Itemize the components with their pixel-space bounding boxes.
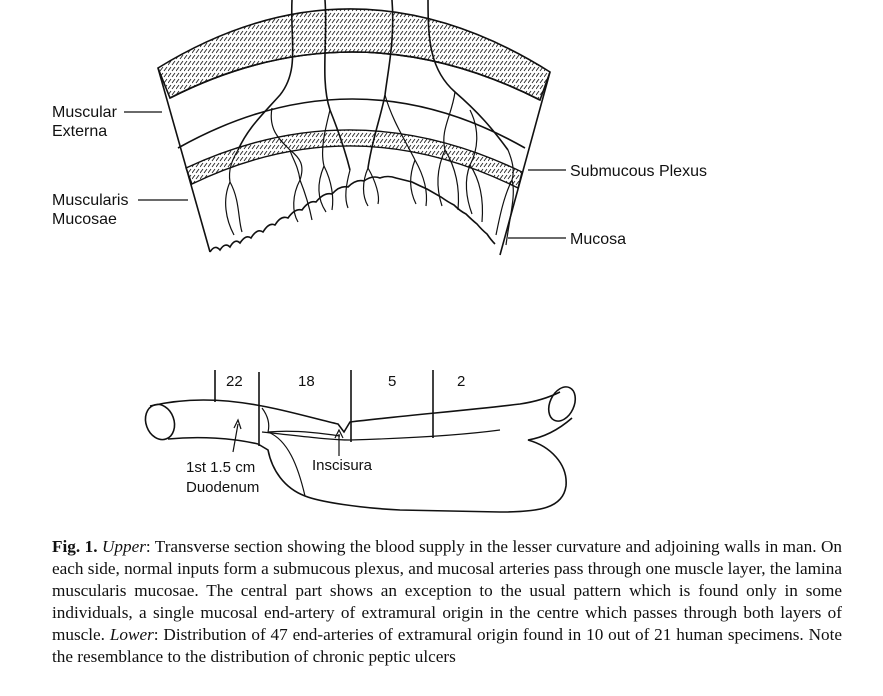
mucosal-arteries bbox=[225, 149, 514, 246]
label-duodenum-2: Duodenum bbox=[186, 479, 259, 496]
upper-section-diagram: Muscular Externa Muscularis Mucosae Subm… bbox=[52, 0, 707, 256]
label-muscularis-mucosae-2: Mucosae bbox=[52, 211, 117, 228]
muscularis-mucosae-band bbox=[185, 129, 523, 190]
label-muscularis-mucosae-1: Muscularis bbox=[52, 192, 128, 209]
label-muscular-externa-2: Externa bbox=[52, 123, 107, 140]
caption-upper-text: : Transverse section showing the blood s… bbox=[52, 537, 842, 644]
caption-lower-text: : Distribution of 47 end-arteries of ext… bbox=[52, 625, 843, 666]
segment-count-2: 18 bbox=[298, 373, 315, 390]
label-incisura: Inscisura bbox=[312, 457, 373, 474]
caption-upper-label: Upper bbox=[101, 537, 146, 556]
label-muscular-externa-1: Muscular bbox=[52, 104, 118, 121]
segment-count-1: 22 bbox=[226, 373, 243, 390]
label-submucous-plexus: Submucous Plexus bbox=[570, 163, 707, 180]
muscular-externa-band bbox=[157, 8, 551, 102]
label-mucosa: Mucosa bbox=[570, 231, 626, 248]
label-duodenum-1: 1st 1.5 cm bbox=[186, 459, 255, 476]
lower-stomach-diagram: 22 18 5 2 1st 1.5 cm Duodenum Inscisura bbox=[144, 370, 577, 513]
figure-illustration: Muscular Externa Muscularis Mucosae Subm… bbox=[52, 0, 707, 513]
segment-count-3: 5 bbox=[388, 373, 396, 390]
caption-lower-label: Lower bbox=[109, 625, 154, 644]
figure-caption: Fig. 1. Upper: Transverse section showin… bbox=[52, 536, 842, 668]
caption-fig-label: Fig. 1. bbox=[52, 537, 98, 556]
segment-count-4: 2 bbox=[457, 373, 465, 390]
mucosa-edge bbox=[209, 175, 496, 253]
